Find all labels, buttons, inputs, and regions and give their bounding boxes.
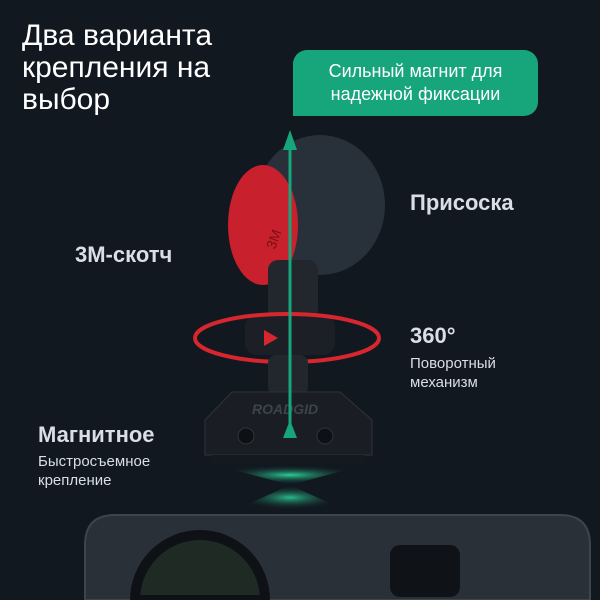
magnetic-sub1: Быстросъемное (38, 453, 151, 470)
magnet-glow (215, 465, 365, 485)
mount-joint (268, 355, 308, 395)
magnetic-title: Магнитное (38, 422, 155, 447)
brand-logo: ROADGID (252, 401, 318, 417)
port-right (316, 427, 334, 445)
rotation-sub1: Поворотный (410, 355, 496, 372)
mount-stem (268, 260, 318, 320)
rotation-arrowhead-icon (264, 330, 278, 346)
dashcam-screen (390, 545, 460, 597)
tape-logo: 3M (263, 227, 285, 251)
tape-label: 3M-скотч (75, 242, 173, 267)
tape-disc (228, 165, 298, 285)
dashcam-lens (129, 530, 271, 600)
magnet-badge: Сильный магнит для надежной фиксации (293, 50, 538, 116)
magnetic-sub2: крепление (38, 472, 112, 489)
rotation-sub2: механизм (410, 374, 478, 391)
page-title: Два варианта крепления на выбор (22, 19, 213, 116)
rotation-title: 360° (410, 323, 456, 348)
suction-label: Присоска (410, 190, 514, 215)
port-left (237, 427, 255, 445)
